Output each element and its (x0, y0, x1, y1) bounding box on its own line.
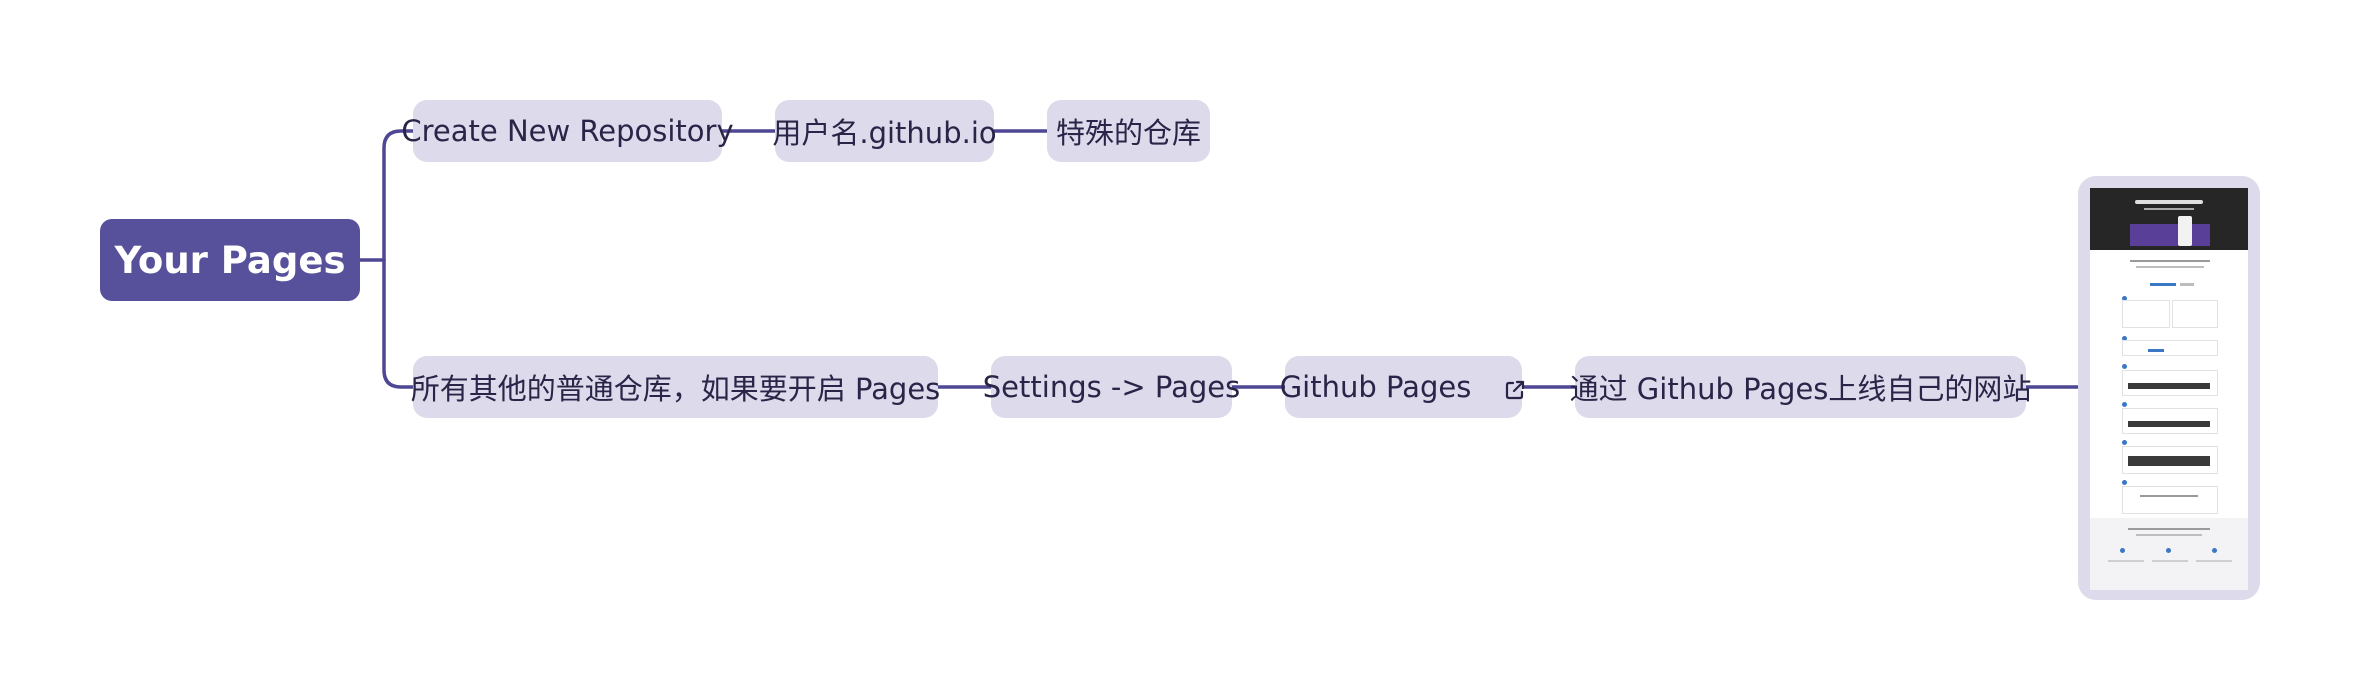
username-github-io-node[interactable]: 用户名.github.io (772, 100, 997, 162)
special-repository-node[interactable]: 特殊的仓库 (1047, 100, 1210, 162)
root-label: Your Pages (114, 238, 346, 282)
screenshot-hero (2090, 188, 2248, 250)
settings-pages-node[interactable]: Settings -> Pages (983, 356, 1240, 418)
connector-trunk-branch2 (382, 258, 415, 389)
root-node[interactable]: Your Pages (100, 219, 360, 301)
connector-trunk-branch1 (382, 129, 415, 262)
external-link-icon[interactable] (1503, 375, 1527, 400)
other-repositories-node[interactable]: 所有其他的普通仓库，如果要开启 Pages (410, 356, 941, 418)
create-new-repository-node[interactable]: Create New Repository (401, 100, 734, 162)
github-pages-label: Github Pages (1279, 370, 1472, 404)
settings-pages-label: Settings -> Pages (982, 370, 1241, 404)
website-screenshot-preview (2090, 188, 2248, 590)
launch-website-label: 通过 Github Pages上线自己的网站 (1569, 372, 2032, 406)
launch-website-node[interactable]: 通过 Github Pages上线自己的网站 (1570, 356, 2031, 418)
username-github-io-label: 用户名.github.io (772, 116, 997, 150)
github-pages-node[interactable]: Github Pages (1280, 356, 1525, 418)
other-repositories-label: 所有其他的普通仓库，如果要开启 Pages (410, 372, 941, 406)
special-repository-label: 特殊的仓库 (1056, 116, 1202, 150)
create-new-repository-label: Create New Repository (401, 114, 734, 148)
website-screenshot-image[interactable] (2078, 176, 2260, 600)
screenshot-footer (2090, 518, 2248, 590)
